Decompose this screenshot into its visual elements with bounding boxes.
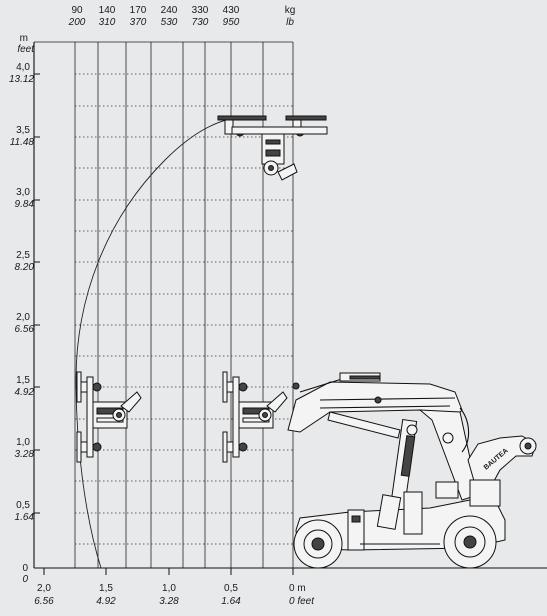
y-tick-ft-label: 9.84	[15, 199, 35, 210]
y-unit-m-label: m	[20, 33, 28, 44]
y-tick-m-label: 4,0	[16, 62, 30, 73]
y-tick-m-label: 1,5	[16, 375, 30, 386]
x-tick-ft-label: 1.64	[221, 596, 241, 607]
x-tick-ft-label: 6.56	[34, 596, 54, 607]
capacity-kg-label: 430	[223, 5, 240, 16]
front-wheel	[293, 519, 343, 569]
x-tick-m-label: 1,5	[99, 583, 113, 594]
capacity-lb-label: 730	[192, 17, 209, 28]
x-tick-ft-label: 0 feet	[289, 596, 315, 607]
x-tick-ft-label: 4.92	[96, 596, 116, 607]
y-tick-ft-label: 6.56	[15, 324, 35, 335]
x-tick-m-label: 2,0	[37, 583, 51, 594]
suction-head-middle	[222, 371, 288, 463]
reach-envelope-curve	[75, 115, 251, 569]
y-tick-ft-label: 3.28	[15, 449, 35, 460]
capacity-lb-label: 310	[99, 17, 116, 28]
y-tick-ft-label: 11.48	[10, 137, 35, 148]
y-tick-ft-label: 1.64	[15, 512, 35, 523]
capacity-lb-label: 530	[161, 17, 178, 28]
suction-head-top	[217, 115, 328, 181]
y-tick-m-label: 0,5	[16, 500, 30, 511]
y-axis-labels: m feet 4,0 13.12 3,5 11.48 3,0 9.84 2,5 …	[9, 33, 35, 585]
x-tick-m-label: 1,0	[162, 583, 176, 594]
capacity-kg-label: 330	[192, 5, 209, 16]
capacity-lb-label: 950	[223, 17, 240, 28]
x-tick-m-label: 0 m	[289, 583, 306, 594]
y-unit-ft-label: feet	[17, 44, 35, 55]
y-ticks	[34, 73, 40, 514]
x-ticks	[43, 568, 294, 575]
capacity-kg-label: 240	[161, 5, 178, 16]
y-tick-m-label: 1,0	[16, 437, 30, 448]
unit-lb-label: lb	[286, 17, 294, 28]
x-axis-labels: 2,0 6.56 1,5 4.92 1,0 3.28 0,5 1.64 0 m …	[34, 583, 315, 607]
y-tick-ft-label: 4.92	[15, 387, 35, 398]
y-tick-m-label: 2,5	[16, 250, 30, 261]
capacity-lb-label: 370	[130, 17, 147, 28]
grid	[34, 41, 294, 568]
unit-kg-label: kg	[285, 5, 296, 16]
capacity-lb-label: 200	[68, 17, 86, 28]
x-tick-m-label: 0,5	[224, 583, 238, 594]
y-tick-ft-label: 0	[22, 574, 28, 585]
capacity-kg-label: 90	[71, 5, 83, 16]
y-tick-m-label: 3,5	[16, 125, 30, 136]
y-tick-ft-label: 13.12	[9, 74, 34, 85]
y-tick-m-label: 0	[22, 563, 28, 574]
suction-head-left	[76, 371, 142, 463]
rear-wheel	[443, 515, 497, 569]
x-tick-ft-label: 3.28	[159, 596, 179, 607]
capacity-kg-label: 170	[130, 5, 147, 16]
lifting-machine: BAUTEA	[287, 372, 537, 569]
y-tick-m-label: 3,0	[16, 187, 30, 198]
y-tick-m-label: 2,0	[16, 312, 30, 323]
top-capacity-labels: 90 200 140 310 170 370 240 530 330 730 4…	[68, 5, 296, 28]
capacity-kg-label: 140	[99, 5, 116, 16]
y-tick-ft-label: 8.20	[15, 262, 35, 273]
